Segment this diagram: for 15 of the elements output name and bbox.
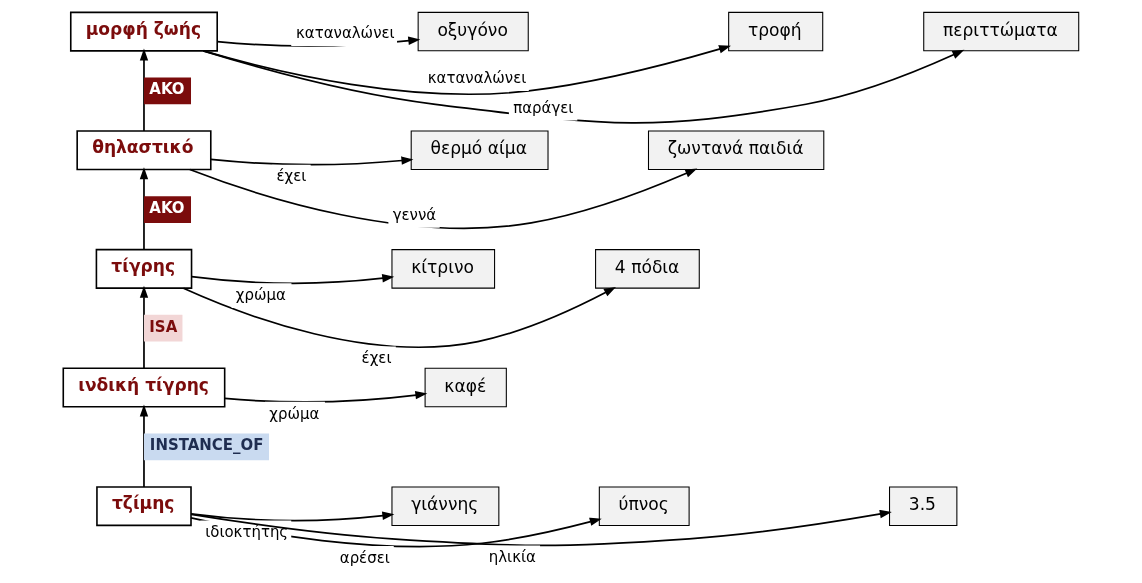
edge-label: αρέσει — [339, 548, 390, 567]
edge-label: γεννά — [392, 205, 437, 224]
edge-label: καταναλώνει — [296, 24, 395, 43]
edge-label: ISA — [149, 317, 178, 336]
edge-label: χρώμα — [269, 404, 320, 423]
edge-label: INSTANCE_OF — [149, 436, 264, 455]
edge-label: AKO — [149, 198, 185, 217]
edge-label: χρώμα — [235, 286, 286, 305]
edge-label: έχει — [361, 349, 392, 368]
edge-label: έχει — [276, 167, 307, 186]
edge-label: ιδιοκτήτης — [205, 523, 289, 542]
edge-label: καταναλώνει — [427, 69, 527, 88]
edge-label: παράγει — [513, 98, 574, 117]
edge-label: AKO — [149, 80, 185, 99]
edge-label: ηλικία — [488, 548, 536, 567]
